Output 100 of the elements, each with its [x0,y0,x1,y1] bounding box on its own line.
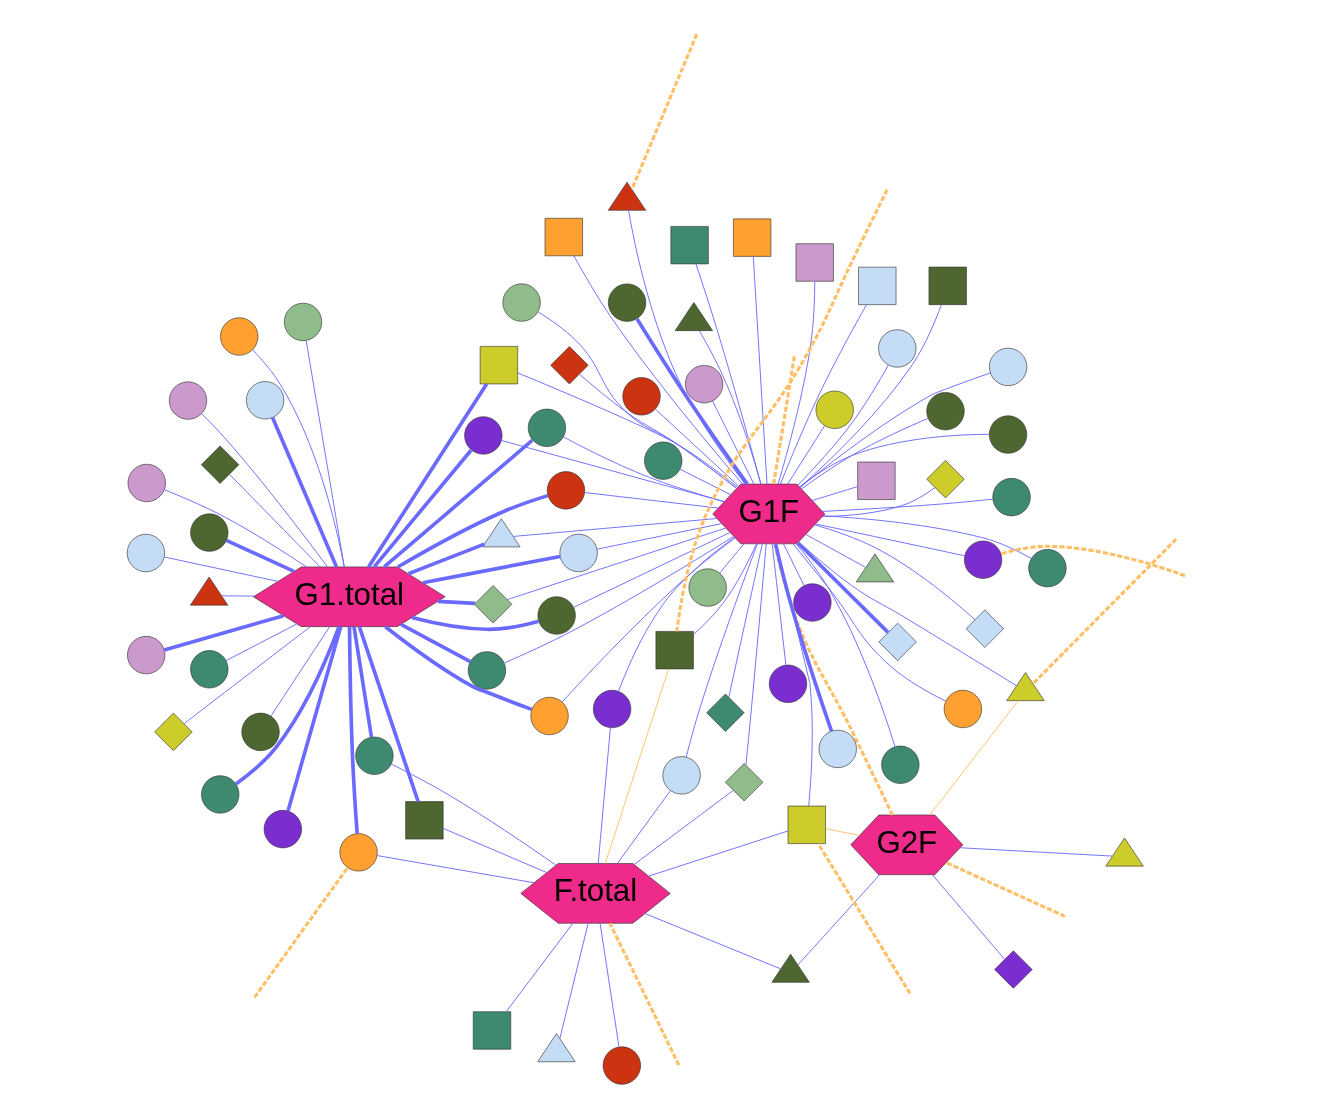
node-circle [354,736,393,775]
connector [561,537,736,703]
node-circle [988,347,1027,386]
connector [225,538,295,574]
connector [779,304,867,485]
connector [698,330,761,485]
connector [596,523,722,550]
connector [727,543,763,698]
node-circle [607,283,646,322]
connector [929,700,1019,816]
node-circle [283,302,322,341]
connector [814,523,965,557]
node-circle [592,689,631,729]
node-diamond [153,712,192,751]
node-circle [200,775,239,814]
connector [376,855,534,884]
connector [711,400,754,485]
node-box [787,805,826,844]
connector [931,874,1005,960]
connector [506,527,726,601]
node-circle [1027,549,1067,588]
connector [1031,538,1177,685]
node-circle [792,583,831,622]
connector [821,498,993,512]
connector [537,311,737,489]
connector [285,626,342,812]
node-diamond [925,460,965,499]
connector [644,913,781,970]
connector [228,473,320,568]
node-circle [688,568,727,607]
connector [635,317,749,486]
connector [351,626,373,738]
connector [366,383,488,568]
connector [383,625,532,712]
node-box [795,243,834,282]
connector [824,828,860,836]
connector [183,626,311,724]
connector [798,433,989,488]
node-circle [463,416,502,455]
node-circle [546,471,585,510]
node-circle [537,596,576,635]
node-box [472,1011,511,1050]
node-circle [991,478,1031,517]
node-circle [189,650,228,689]
node-triangle [674,302,713,331]
node-circle [662,756,701,795]
node-triangle [607,181,646,211]
connector [305,340,345,568]
connector [629,33,698,190]
connector [685,543,758,758]
connector [773,543,833,732]
connector [558,922,589,1039]
node-box [732,218,771,257]
connector [811,486,858,501]
connector [797,541,1017,687]
node-circle [527,408,566,447]
connector [1000,544,1185,578]
connector [771,543,786,666]
node-circle [943,689,982,729]
connector [220,595,255,597]
connector [578,373,737,489]
connector [500,440,725,503]
node-box [404,801,443,840]
connector [252,866,349,999]
node-circle [245,381,284,420]
connector [782,543,804,586]
node-box [928,266,967,305]
connector [163,613,284,652]
connector [503,535,734,664]
connector [608,922,680,1066]
node-circle [168,381,207,420]
connector [372,449,472,568]
connector [786,425,825,485]
node-triangle [771,953,810,983]
connector [225,623,297,661]
connector [407,542,485,576]
node-circle [684,365,723,404]
node-circle [815,390,854,429]
node-circle [126,533,165,573]
connector [654,408,739,487]
node-box [857,266,896,305]
node-circle [768,664,807,703]
node-triangle [189,576,228,606]
node-circle [963,540,1002,579]
connector [695,263,761,485]
connector [813,524,975,621]
node-circle [559,533,598,573]
connector [679,468,731,496]
node-triangle [1005,672,1045,701]
connector [945,861,1065,918]
connector [505,923,573,1012]
connector [744,543,767,766]
connector [442,827,547,873]
connector [597,727,611,864]
node-circle [339,833,378,872]
connector [797,364,889,486]
connector [795,543,895,748]
connector [799,372,991,488]
node-circle [263,810,302,849]
connector [800,417,928,490]
